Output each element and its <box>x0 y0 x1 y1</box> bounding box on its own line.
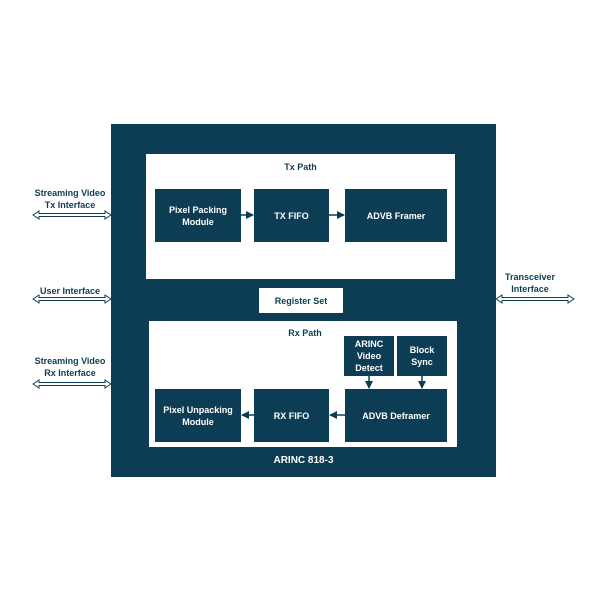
transceiver-interface-double-arrow <box>495 294 575 304</box>
rx-path-title: Rx Path <box>288 328 322 338</box>
register-set-block: Register Set <box>259 288 343 313</box>
pixel-unpacking-module: Pixel Unpacking Module <box>155 389 241 442</box>
tx-path-title: Tx Path <box>284 162 317 172</box>
advb-framer-block: ADVB Framer <box>345 189 447 242</box>
rx-interface-double-arrow <box>32 379 112 389</box>
advb-deframer-block: ADVB Deframer <box>345 389 447 442</box>
tx-fifo-block: TX FIFO <box>254 189 329 242</box>
register-set-label: Register Set <box>274 295 328 306</box>
user-interface-label: User Interface <box>39 286 101 296</box>
transceiver-interface-label: Transceiver Interface <box>504 272 556 294</box>
arinc-video-detect-block: ARINC Video Detect <box>344 336 394 376</box>
rx-fifo-block: RX FIFO <box>254 389 329 442</box>
pixel-packing-module: Pixel Packing Module <box>155 189 241 242</box>
arinc-818-3-title: ARINC 818-3 <box>273 455 334 466</box>
tx-interface-double-arrow <box>32 210 112 220</box>
block-sync-block: Block Sync <box>397 336 447 376</box>
streaming-video-rx-interface-label: Streaming Video Rx Interface <box>34 356 106 378</box>
streaming-video-tx-interface-label: Streaming Video Tx Interface <box>34 188 106 210</box>
user-interface-double-arrow <box>32 294 112 304</box>
